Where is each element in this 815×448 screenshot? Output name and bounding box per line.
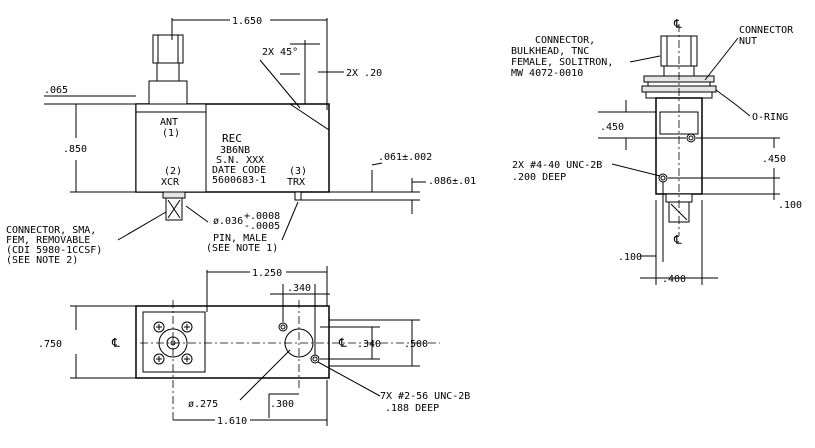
date-code-value: 5600683-1 [212,175,266,186]
side-centerline-top: ℄ [673,17,682,31]
label-rec: REC [222,132,242,145]
sma-callout-4: (SEE NOTE 2) [6,255,78,266]
dim-offset: .300 [270,399,294,410]
dim-pin-length: .086±.01 [428,176,476,187]
port-ant-number: (1) [162,128,180,139]
pin-tolerance-plus: +.0008 [244,211,280,222]
pin-note: (SEE NOTE 1) [206,243,278,254]
dim-right-height: .500 [404,339,428,350]
dim-side-width: .400 [662,274,686,285]
o-ring-label: O-RING [752,112,788,123]
side-centerline-bottom: ℄ [673,233,682,247]
dim-side-right: .450 [762,154,786,165]
part-number: 3B6NB [220,145,250,156]
side-thread-callout-2: .200 DEEP [512,172,566,183]
dim-overall-width: 1.650 [232,16,262,27]
tnc-callout-2: BULKHEAD, TNC [511,46,589,57]
chamfer-edge [289,103,330,131]
front-view: 1.650 2X 45° 2X .20 .065 .850 ANT (1) RE… [6,16,476,266]
dim-pin-extension: .061±.002 [378,152,432,163]
port-xcr-label: XCR [161,177,180,188]
dim-height: .850 [63,144,87,155]
date-code-label: DATE CODE [212,165,266,176]
port-ant-label: ANT [160,117,178,128]
dim-side-right-bottom: .100 [778,200,802,211]
dim-side-left: .450 [600,122,624,133]
sma-callout-2: FEM, REMOVABLE [6,235,90,246]
sma-connector [162,191,186,199]
bottom-housing [135,305,330,379]
chamfer-size-label: 2X .20 [346,68,382,79]
chamfer-angle-label: 2X 45° [262,47,298,58]
side-thread-callout-1: 2X #4-40 UNC-2B [512,160,602,171]
sma-callout-3: (CDI 5980-1CCSF) [6,245,102,256]
side-view: ℄ ℄ CONNECTOR, BULKHEAD, TNC FEMALE, SOL… [511,17,802,285]
trx-pin [294,191,302,201]
nut-callout-1: CONNECTOR [739,25,794,36]
tnc-callout-4: MW 4072-0010 [511,68,583,79]
pin-tolerance-minus: -.0005 [244,221,280,232]
centerline-left: ℄ [111,336,120,350]
centerline-right-label: ℄ [338,336,347,350]
connector-flange [142,311,206,373]
serial-number: S.N. XXX [216,155,264,166]
dim-side-bottom: .100 [618,252,642,263]
bottom-view: 1.250 .340 .750 ℄ ℄ .340 .500 ø.275 .300 [38,266,470,427]
dim-top-offset: .065 [44,85,68,96]
dim-hole-spacing: .340 [287,283,311,294]
sma-callout-1: CONNECTOR, SMA, [6,225,96,236]
pin-male-label: PIN, MALE [213,233,267,244]
thread-callout-1: 7X #2-56 UNC-2B [380,391,470,402]
tnc-callout-1: CONNECTOR, [535,35,595,46]
port-trx-label: TRX [287,177,305,188]
port-xcr-number: (2) [164,166,182,177]
thread-callout-2: .188 DEEP [385,403,439,414]
dim-hole-diameter: ø.275 [188,399,218,410]
pin-diameter: ø.036 [213,216,243,227]
dim-bottom-height: .750 [38,339,62,350]
dim-width: 1.250 [252,268,282,279]
nut-callout-2: NUT [739,36,757,47]
dim-overall: 1.610 [217,416,247,427]
dim-right-spacing: .340 [357,339,381,350]
tnc-callout-3: FEMALE, SOLITRON, [511,57,613,68]
port-trx-number: (3) [289,166,307,177]
